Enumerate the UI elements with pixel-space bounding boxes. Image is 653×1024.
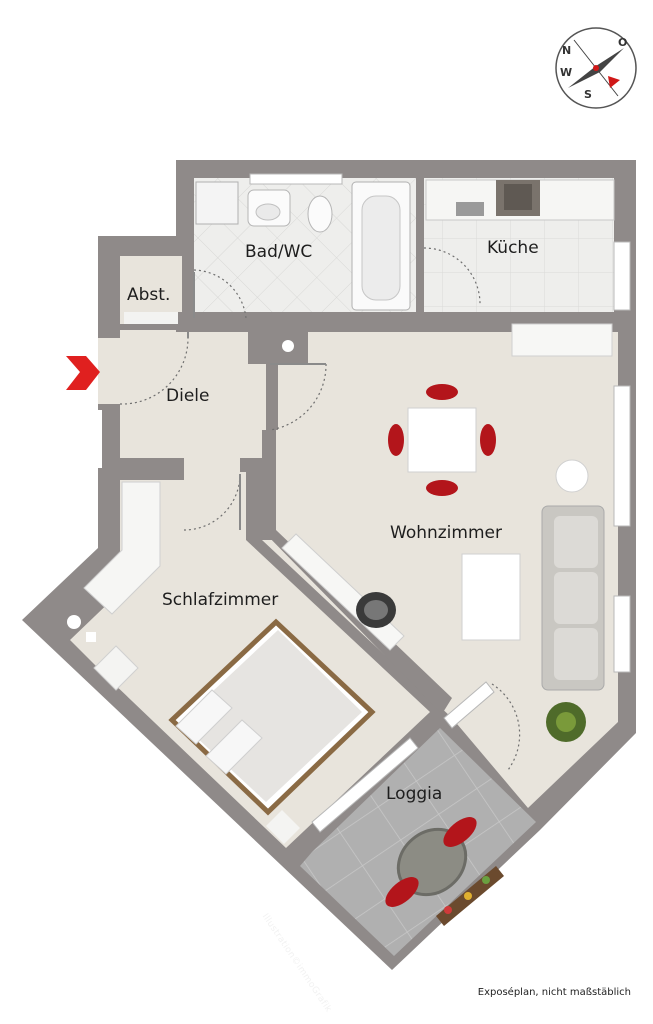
compass-icon: N O W S — [555, 27, 637, 109]
compass-n: N — [562, 44, 571, 57]
compass-s: S — [584, 88, 592, 101]
windows — [249, 173, 631, 833]
bath-fixtures — [195, 181, 411, 311]
entrance-arrow-icon — [66, 356, 100, 390]
room-label-kueche: Küche — [487, 238, 539, 258]
room-label-diele: Diele — [166, 386, 210, 406]
living-floor — [262, 320, 618, 808]
coffee-table — [461, 553, 521, 641]
door-leaves — [187, 272, 326, 530]
hall-floor — [120, 330, 266, 468]
room-label-schlafzimmer: Schlafzimmer — [162, 590, 279, 610]
kitchen-counter — [425, 179, 615, 357]
desk — [281, 533, 405, 651]
wardrobe — [83, 481, 161, 615]
loggia-furniture — [385, 817, 504, 926]
interior-walls — [102, 170, 618, 714]
room-label-loggia: Loggia — [386, 784, 443, 804]
plan-caption: Exposéplan, nicht maßstäblich — [477, 987, 631, 998]
plant — [546, 702, 586, 742]
bedroom-socket — [86, 632, 96, 642]
room-label-wohnzimmer: Wohnzimmer — [390, 523, 502, 543]
pillar — [282, 340, 294, 352]
side-table — [555, 459, 589, 493]
entrance-opening — [98, 338, 120, 404]
nightstand-left — [93, 645, 139, 691]
room-label-abst: Abst. — [127, 285, 171, 305]
door-swings — [119, 247, 521, 771]
dining-set — [388, 384, 496, 496]
room-label-bad: Bad/WC — [245, 242, 313, 262]
nightstand-right — [266, 810, 300, 844]
storage-shelf — [124, 312, 178, 324]
bedroom-pillar — [67, 615, 81, 629]
sofa — [541, 505, 605, 691]
bed — [168, 618, 376, 816]
compass-w: W — [560, 66, 572, 79]
compass-o: O — [618, 36, 627, 49]
